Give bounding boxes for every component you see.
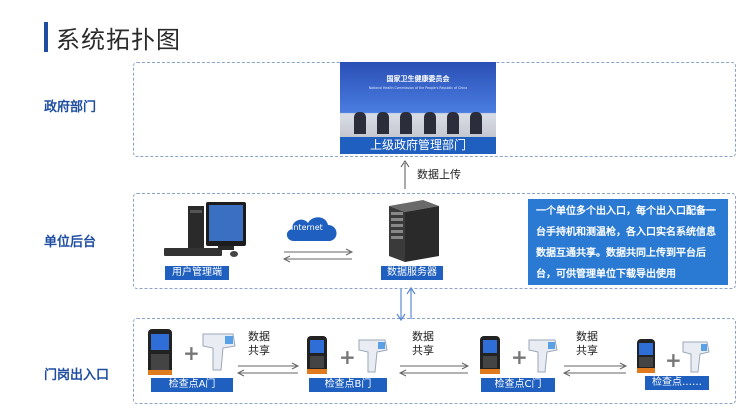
zone-gate	[133, 318, 736, 404]
page-title: 系统拓扑图	[56, 26, 181, 54]
checkpoint-a-label: 检查点A门	[151, 378, 233, 392]
handheld-terminal-icon	[148, 329, 172, 375]
handheld-terminal-icon	[480, 336, 500, 374]
share-label-3: 数据共享	[576, 330, 598, 357]
bidirectional-arrow-share-2	[398, 362, 470, 377]
vertical-bidirectional-arrow	[396, 286, 416, 322]
row-label-gate: 门岗出入口	[44, 368, 110, 383]
bidirectional-arrow-unit	[282, 248, 354, 263]
upload-arrow	[400, 160, 410, 189]
gov-sign-cn: 国家卫生健康委员会	[386, 75, 450, 83]
note-box: 一个单位多个出入口，每个出入口配备一台手持机和测温枪，各入口实名系统信息数据互通…	[528, 199, 728, 285]
handheld-terminal-icon	[637, 339, 655, 373]
checkpoint-more-label: 检查点……	[645, 376, 709, 390]
internet-cloud-icon	[286, 217, 337, 241]
user-terminal-label: 用户管理端	[165, 266, 229, 280]
zone-unit	[133, 193, 736, 289]
thermometer-gun-icon	[528, 339, 558, 373]
upload-label: 数据上传	[417, 168, 461, 181]
gov-caption: 上级政府管理部门	[340, 137, 496, 154]
thermometer-gun-icon	[358, 339, 388, 373]
share-label-2: 数据共享	[412, 330, 434, 357]
plus-icon: +	[339, 345, 356, 369]
share-label-1: 数据共享	[248, 330, 270, 357]
bidirectional-arrow-share-1	[236, 362, 300, 377]
officials-figures	[348, 106, 488, 134]
bidirectional-arrow-share-3	[562, 362, 628, 377]
server-label: 数据服务器	[381, 266, 443, 280]
thermometer-gun-icon	[202, 333, 236, 371]
plus-icon: +	[183, 341, 200, 365]
plus-icon: +	[511, 345, 528, 369]
computer-icon	[164, 202, 246, 257]
thermometer-gun-icon	[682, 341, 710, 373]
checkpoint-c-label: 检查点C门	[481, 378, 555, 392]
title-accent-bar	[44, 22, 48, 52]
plus-icon: +	[665, 348, 682, 372]
internet-label: Internet	[291, 223, 323, 232]
checkpoint-b-label: 检查点B门	[309, 378, 387, 392]
server-icon	[389, 200, 439, 262]
row-label-unit: 单位后台	[44, 235, 97, 250]
gov-sign-en: National Health Commission of the People…	[368, 86, 468, 90]
row-label-gov: 政府部门	[44, 100, 97, 115]
gov-photo: 国家卫生健康委员会 National Health Commission of …	[340, 62, 496, 154]
handheld-terminal-icon	[307, 336, 327, 374]
